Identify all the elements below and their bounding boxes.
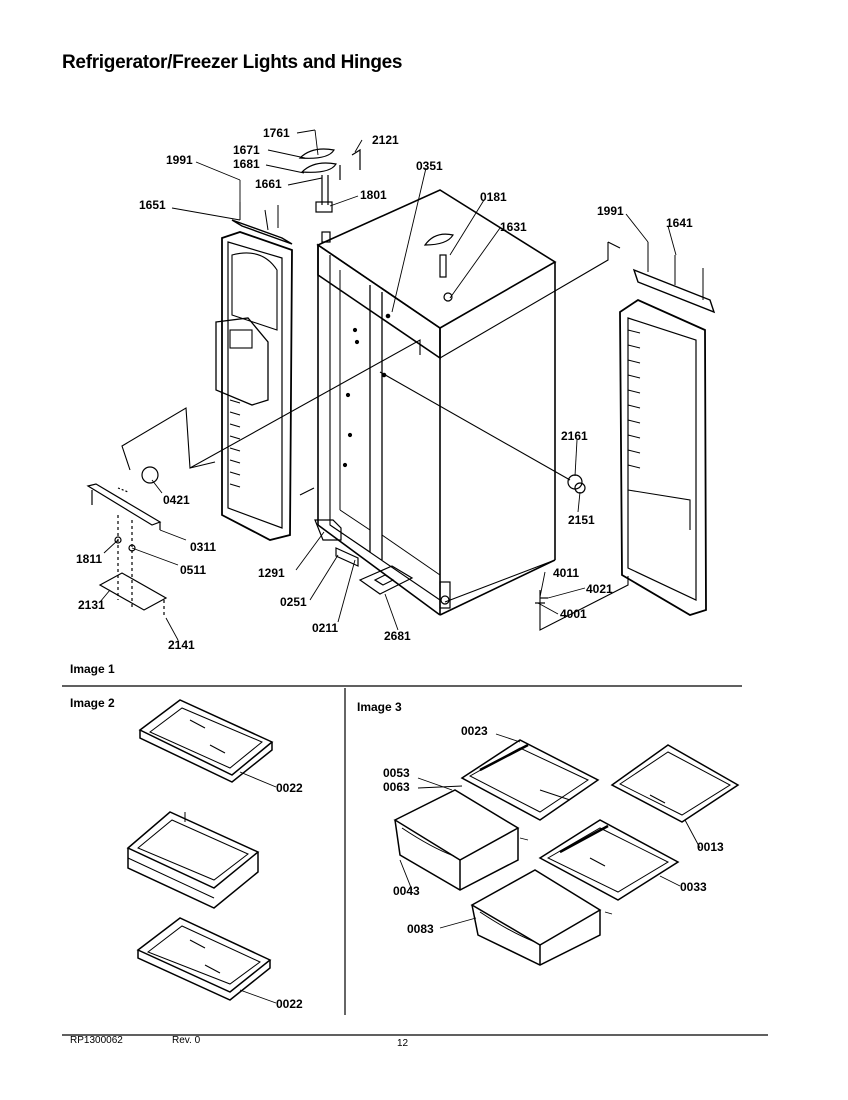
label-4021: 4021 [586,582,613,596]
wire-harness [121,241,629,631]
leader-lines [99,129,677,641]
page-title: Refrigerator/Freezer Lights and Hinges [62,52,403,73]
label-0211: 0211 [312,621,338,635]
label-1761: 1761 [263,126,290,140]
leader-lines-image3 [399,733,701,929]
label-0053: 0053 [383,766,410,780]
label-2121: 2121 [372,133,399,147]
label-0063: 0063 [383,780,410,794]
label-4001: 4001 [560,607,587,621]
label-1291: 1291 [258,566,285,580]
label-0043: 0043 [393,884,420,898]
section-label-image2: Image 2 [70,696,115,710]
label-2151: 2151 [568,513,595,527]
label-0311: 0311 [190,540,216,554]
label-1651: 1651 [139,198,166,212]
label-0083: 0083 [407,922,434,936]
label-0351: 0351 [416,159,443,173]
label-1801: 1801 [360,188,387,202]
label-1991-right: 1991 [597,204,624,218]
section-label-image1: Image 1 [70,662,115,676]
label-0033: 0033 [680,880,707,894]
label-2131: 2131 [78,598,105,612]
label-1661: 1661 [255,177,282,191]
section-dividers [62,685,768,1036]
fresh-food-door [619,242,716,616]
label-2681: 2681 [384,629,411,643]
label-0023: 0023 [461,724,488,738]
leader-lines-image2 [239,771,277,1004]
label-1811: 1811 [76,552,102,566]
label-2161: 2161 [561,429,588,443]
label-0421: 0421 [163,493,190,507]
label-0022-top: 0022 [276,781,303,795]
shelves-image2 [126,699,274,1001]
label-1641: 1641 [666,216,693,230]
part-labels-image2: 0022 0022 [276,781,303,1011]
part-labels-image1: 1761 2121 1671 1681 1991 1661 1801 0351 … [76,126,693,652]
label-1631: 1631 [500,220,527,234]
label-1671: 1671 [233,143,260,157]
footer-page-number: 12 [397,1038,409,1049]
label-0022-bottom: 0022 [276,997,303,1011]
label-0511: 0511 [180,563,206,577]
crispers-image3 [393,739,740,966]
label-0013: 0013 [697,840,724,854]
label-0251: 0251 [280,595,307,609]
part-labels-image3: 0023 0053 0063 0013 0043 0033 0083 [383,724,724,936]
top-hinge-parts [298,148,361,213]
cabinet [314,189,557,616]
label-4011: 4011 [553,566,579,580]
label-0181: 0181 [480,190,507,204]
label-1681: 1681 [233,157,260,171]
light-bracket-parts [86,466,586,618]
section-label-image3: Image 3 [357,700,402,714]
freezer-door [215,202,293,541]
footer-revision: Rev. 0 [172,1035,201,1046]
label-1991-left: 1991 [166,153,193,167]
label-2141: 2141 [168,638,195,652]
footer-doc-id: RP1300062 [70,1035,123,1046]
